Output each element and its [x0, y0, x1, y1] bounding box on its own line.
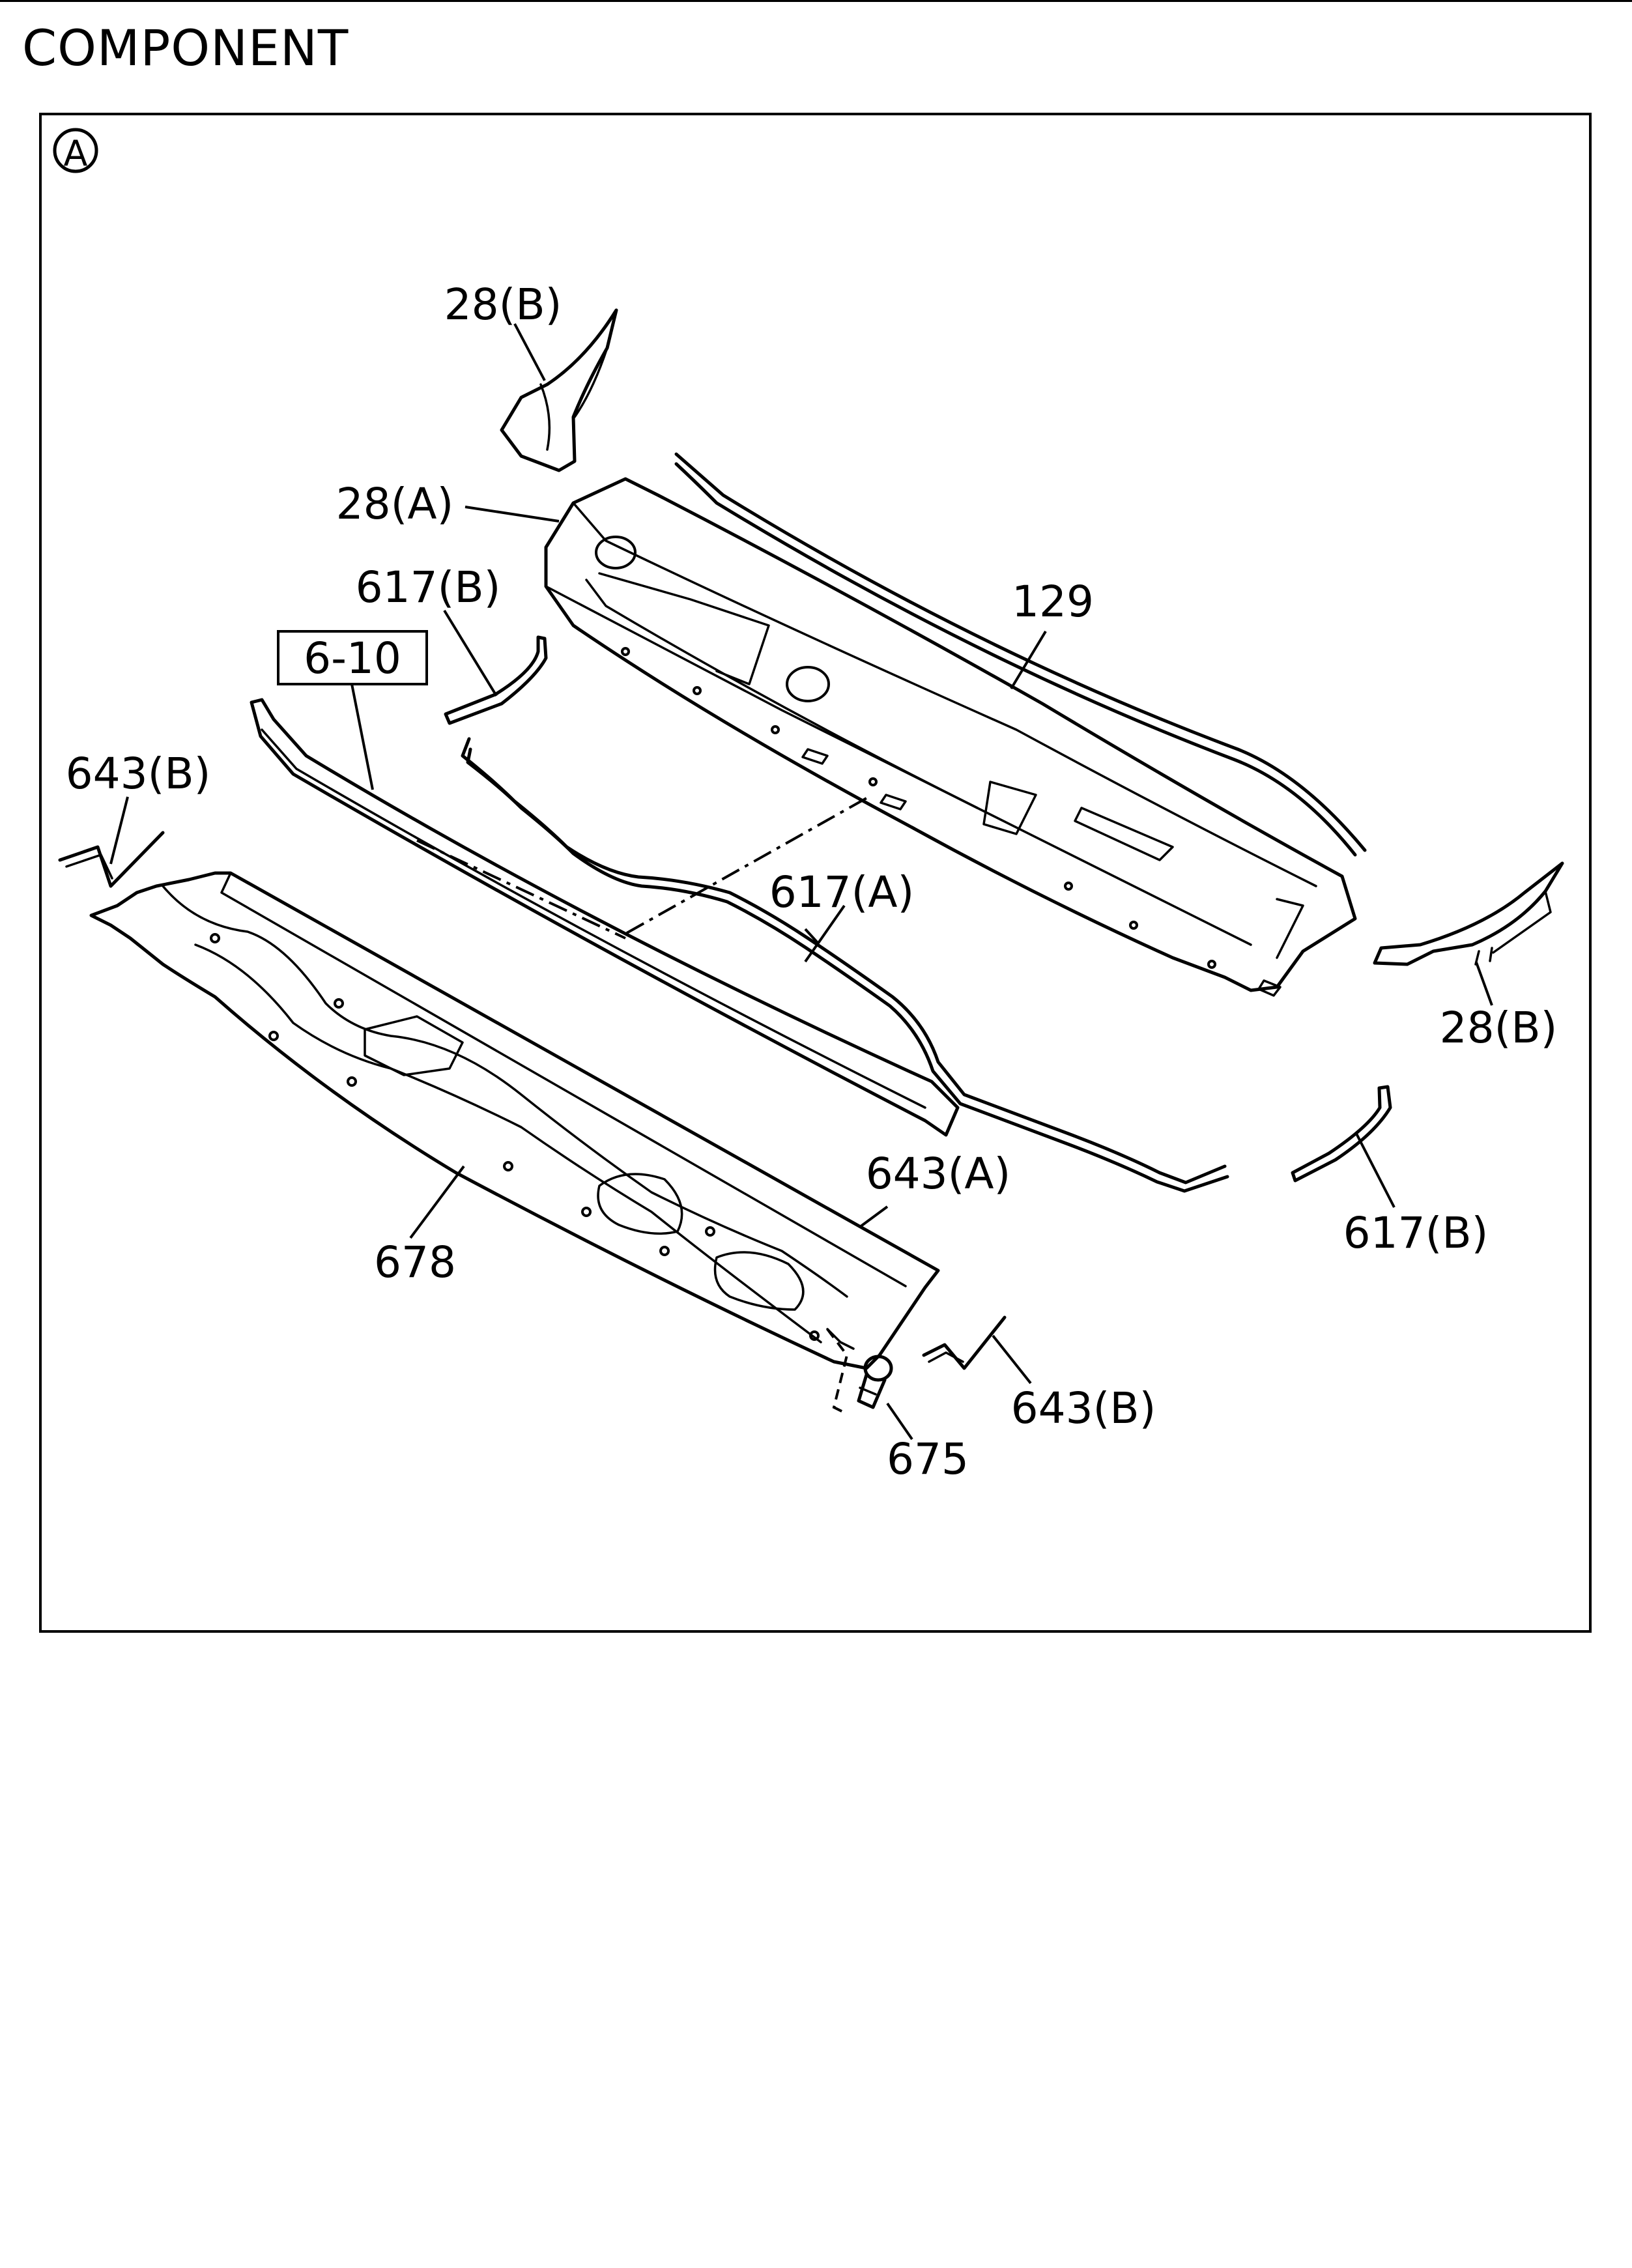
callout-28b-right: 28(B) — [1440, 1003, 1558, 1053]
callout-28a: 28(A) — [336, 479, 454, 529]
callout-28b-top: 28(B) — [444, 280, 562, 330]
part-675-clip — [826, 1328, 913, 1441]
callout-617b-right: 617(B) — [1343, 1208, 1489, 1258]
leader-643a — [859, 1205, 889, 1228]
callout-617b-left: 617(B) — [356, 562, 501, 612]
page-title: COMPONENT — [22, 19, 349, 77]
callout-129: 129 — [1012, 577, 1094, 627]
diagram-frame — [39, 113, 1592, 1633]
reference-box-6-10: 6-10 — [277, 630, 428, 790]
reference-box-label: 6-10 — [304, 633, 401, 683]
part-643a-strip — [250, 698, 960, 1137]
view-marker: A — [53, 128, 98, 174]
callout-678: 678 — [374, 1237, 456, 1287]
callout-675: 675 — [887, 1434, 969, 1484]
callout-643b-bottom: 643(B) — [1011, 1383, 1156, 1433]
view-marker-letter: A — [64, 133, 88, 174]
part-617b-left — [443, 609, 548, 725]
part-129-weatherstrip — [674, 452, 1367, 857]
callout-643b-left: 643(B) — [66, 749, 211, 799]
part-617a-seal — [461, 737, 1229, 1193]
part-cowl-top-panel — [465, 477, 1357, 997]
part-617b-right — [1291, 1085, 1396, 1208]
part-643b-left — [58, 796, 165, 888]
part-28b-right — [1373, 861, 1564, 1006]
top-rule — [0, 0, 1632, 2]
callout-617a: 617(A) — [769, 867, 915, 917]
part-678-cowl-lower — [89, 871, 940, 1370]
part-28b-upper — [500, 308, 618, 472]
part-643b-bottom — [922, 1315, 1032, 1385]
callout-643a: 643(A) — [866, 1149, 1011, 1199]
